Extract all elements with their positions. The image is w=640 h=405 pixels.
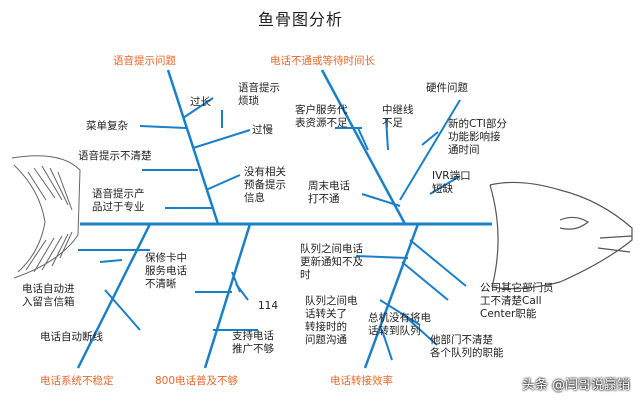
cause-duilie-guanxi: 队列之间电 话转关了 转接时的 问题沟通 — [305, 295, 358, 346]
cause-ivr: IVR端口 短缺 — [432, 170, 471, 195]
cause-ta-bumen: 他部门不清楚 各个队列的职能 — [430, 334, 504, 359]
cause-baoxiuka: 保修卡中 服务电话 不清晰 — [145, 252, 187, 290]
category-phone-system: 电话系统不稳定 — [40, 375, 114, 387]
diagram-title: 鱼骨图分析 — [258, 10, 344, 29]
cause-caidan-fuza: 菜单复杂 — [86, 120, 128, 132]
cause-zidong-duanxian: 电话自动断线 — [40, 331, 103, 343]
cause-kehu-fuwu: 客户服务代 表资源不足 — [295, 104, 348, 129]
cause-yuyintishi-fansuo: 语音提示 烦琐 — [238, 82, 280, 107]
cause-yuyintishi-buqingchu: 语音提示不清楚 — [78, 150, 152, 162]
sub-bones — [78, 97, 467, 361]
cause-zhichi-tuiguang: 支持电话 推广不够 — [232, 330, 274, 355]
cause-114: 114 — [258, 300, 279, 312]
cause-zhoumo: 周末电话 打不通 — [308, 180, 350, 205]
cause-zongji: 总机没有将电 话转到队列 — [368, 312, 431, 337]
category-transfer-efficiency: 电话转接效率 — [330, 375, 393, 387]
cause-yuyintishi-zhuanye: 语音提示产 品过于专业 — [92, 188, 145, 213]
category-800-phone: 800电话普及不够 — [155, 375, 239, 387]
main-bones — [76, 69, 420, 369]
category-voice-prompt: 语音提示问题 — [113, 55, 176, 67]
fish-tail — [11, 155, 81, 279]
cause-zhongjixian: 中继线 不足 — [382, 104, 414, 129]
cause-yingjian: 硬件问题 — [426, 82, 468, 94]
cause-guochang: 过长 — [190, 96, 211, 108]
category-call-blocked: 电话不通或等待时间长 — [270, 55, 375, 67]
cause-duilie-tongzhi: 队列之间电话 更新通知不及 时 — [300, 243, 363, 281]
watermark: 头条 @闫哥说赢销 — [521, 378, 630, 393]
cause-gongsi-bumen: 公司其它部门员 工不清楚Call Center职能 — [480, 282, 554, 320]
cause-meiyou-yubei: 没有相关 预备提示 信息 — [244, 166, 286, 204]
cause-cti: 新的CTI部分 功能影响接 通时间 — [448, 118, 507, 156]
cause-zidong-liuyan: 电话自动进 入留言信箱 — [22, 283, 75, 308]
cause-guoman: 过慢 — [252, 124, 273, 136]
fish-head — [489, 181, 633, 290]
